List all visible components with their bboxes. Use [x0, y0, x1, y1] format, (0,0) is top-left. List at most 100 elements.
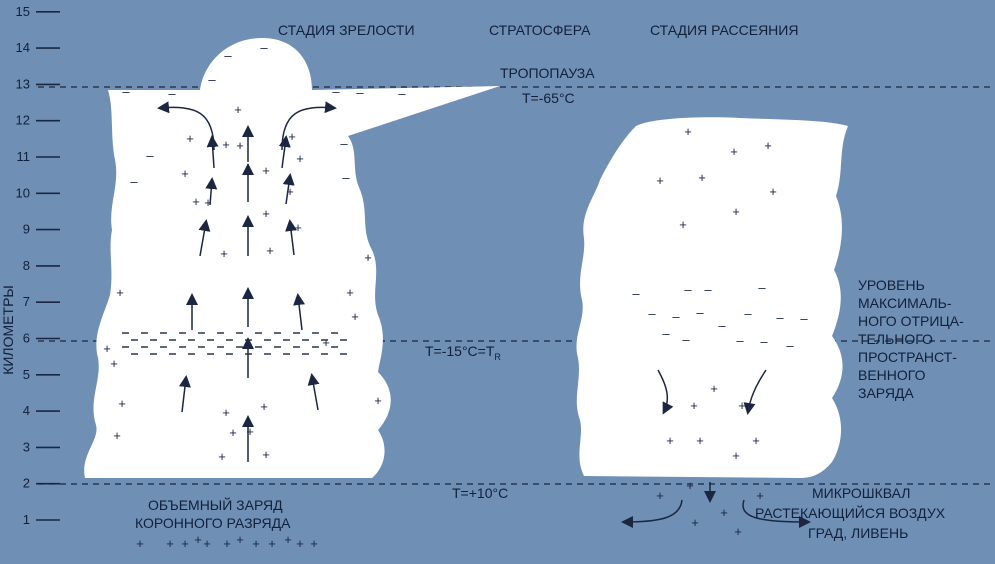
positive-charge: + [710, 381, 718, 396]
airflow-arrow [205, 177, 218, 206]
side-note-line-2: МАКСИМАЛЬ- [858, 295, 952, 311]
positive-charge: + [686, 478, 694, 493]
positive-charge: + [696, 433, 704, 448]
outflow-label: РАСТЕКАЮЩИЙСЯ ВОЗДУХ [755, 504, 946, 521]
positive-charge: + [738, 398, 746, 413]
positive-charge: + [218, 449, 226, 464]
positive-charge: + [752, 433, 760, 448]
negative-charge: – [146, 148, 154, 163]
positive-charge: + [116, 285, 124, 300]
negative-charge: – [672, 309, 680, 324]
axis-tick-label: 9 [23, 222, 30, 237]
airflow-arrow [307, 373, 320, 411]
positive-charge: + [236, 138, 244, 153]
mature-cloud [84, 38, 500, 478]
positive-charge: + [262, 447, 270, 462]
axis-tick-label: 3 [23, 439, 30, 454]
positive-charge: + [266, 243, 274, 258]
positive-charge: + [186, 131, 194, 146]
positive-charge: + [756, 488, 764, 503]
heading-mature-stage: СТАДИЯ ЗРЕЛОСТИ [278, 22, 415, 38]
positive-charge: + [690, 398, 698, 413]
heading-dissipating-stage: СТАДИЯ РАССЕЯНИЯ [650, 22, 798, 38]
positive-charge: + [260, 399, 268, 414]
microburst-label: МИКРОШКВАЛ [812, 485, 911, 501]
airflow-arrow [293, 293, 306, 331]
positive-charge: + [262, 163, 270, 178]
positive-charge: + [113, 428, 121, 443]
positive-charge: + [351, 309, 359, 324]
side-note-line-3: НОГО ОТРИЦА- [858, 313, 964, 329]
axis-tick-label: 2 [23, 476, 30, 491]
positive-charge: + [181, 536, 189, 551]
airflow-arrow [198, 219, 211, 257]
axis-tick-label: 12 [16, 113, 30, 128]
negative-charge: – [648, 306, 656, 321]
negative-charge: – [332, 84, 340, 99]
positive-charge: + [374, 393, 382, 408]
positive-charge: + [364, 250, 372, 265]
airflow-arrow [285, 219, 298, 256]
negative-charge: – [696, 305, 704, 320]
positive-charge: + [656, 173, 664, 188]
negative-charge: – [758, 280, 766, 295]
temp-mid-subscript: R [494, 352, 501, 362]
negative-charge: – [704, 282, 712, 297]
negative-charge: – [736, 333, 744, 348]
axis-tick-label: 13 [16, 76, 30, 91]
airflow-arrow [742, 499, 811, 528]
temp-base-label: T=+10°C [452, 485, 508, 501]
negative-charge: – [760, 334, 768, 349]
negative-charge: – [224, 48, 232, 63]
axis-tick-label: 4 [23, 403, 30, 418]
positive-charge: + [294, 220, 302, 235]
positive-charge: + [136, 536, 144, 551]
positive-charge: + [252, 536, 260, 551]
positive-charge: + [346, 285, 354, 300]
positive-charge: + [284, 532, 292, 547]
temp-top-label: T=-65°C [522, 90, 575, 106]
positive-charge: + [194, 532, 202, 547]
side-note-line-6: ВЕННОГО [858, 367, 926, 383]
positive-charge: + [296, 536, 304, 551]
positive-charge: + [730, 144, 738, 159]
positive-charge: + [288, 129, 296, 144]
positive-charge: + [322, 335, 330, 350]
positive-charge: + [679, 217, 687, 232]
negative-charge: – [682, 332, 690, 347]
temp-mid-label: T=-15°C=TR [425, 343, 501, 362]
negative-charge: – [130, 174, 138, 189]
positive-charge: + [181, 166, 189, 181]
side-note-line-7: ЗАРЯДА [858, 385, 914, 401]
negative-charge: – [340, 136, 348, 151]
negative-charge: – [122, 84, 130, 99]
side-note-line-4: ТЕЛЬНОГО [858, 331, 933, 347]
positive-charge: + [220, 246, 228, 261]
corona-charge-label-1: ОБЪЕМНЫЙ ЗАРЯД [148, 496, 283, 513]
positive-charge: + [720, 505, 728, 520]
airflow-arrow [157, 101, 215, 151]
axis-label: КИЛОМЕТРЫ [0, 285, 16, 375]
airflow-arrow [206, 135, 219, 169]
airflow-arrow [278, 135, 291, 169]
positive-charge: + [103, 341, 111, 356]
positive-charge: + [223, 536, 231, 551]
airflow-arrow [282, 173, 295, 205]
positive-charge: + [310, 536, 318, 551]
axis-tick-label: 5 [23, 367, 30, 382]
dissipating-cloud [576, 117, 848, 479]
negative-charge: – [776, 310, 784, 325]
positive-charge: + [234, 102, 242, 117]
positive-charge: + [166, 536, 174, 551]
positive-charge: + [246, 424, 254, 439]
axis-tick-label: 7 [23, 294, 30, 309]
hail-rain-label: ГРАД, ЛИВЕНЬ [808, 525, 908, 541]
airflow-arrow [621, 499, 683, 528]
positive-charge: + [268, 536, 276, 551]
positive-charge: + [296, 151, 304, 166]
axis-tick-label: 14 [16, 40, 30, 55]
negative-charge: – [718, 318, 726, 333]
